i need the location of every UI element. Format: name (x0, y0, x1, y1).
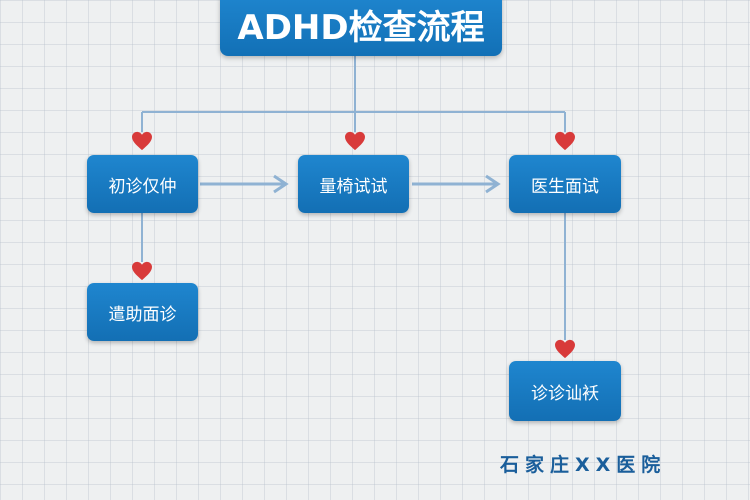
step-scale-test: 量椅试试 (298, 155, 409, 213)
heart-icon (132, 261, 152, 281)
step-diagnosis: 诊诊讪袄 (509, 361, 621, 421)
step-assisted-exam: 遣助面诊 (87, 283, 198, 341)
heart-icon (555, 131, 575, 151)
hospital-name: 石家庄XX医院 (500, 454, 667, 476)
page-title: ADHD检查流程 (220, 0, 502, 56)
arrow-right-icon (412, 174, 501, 194)
heart-icon (345, 131, 365, 151)
step-initial-consultation: 初诊仅仲 (87, 155, 198, 213)
arrow-right-icon (200, 174, 289, 194)
step-doctor-interview: 医生面试 (509, 155, 621, 213)
heart-icon (555, 339, 575, 359)
heart-icon (132, 131, 152, 151)
